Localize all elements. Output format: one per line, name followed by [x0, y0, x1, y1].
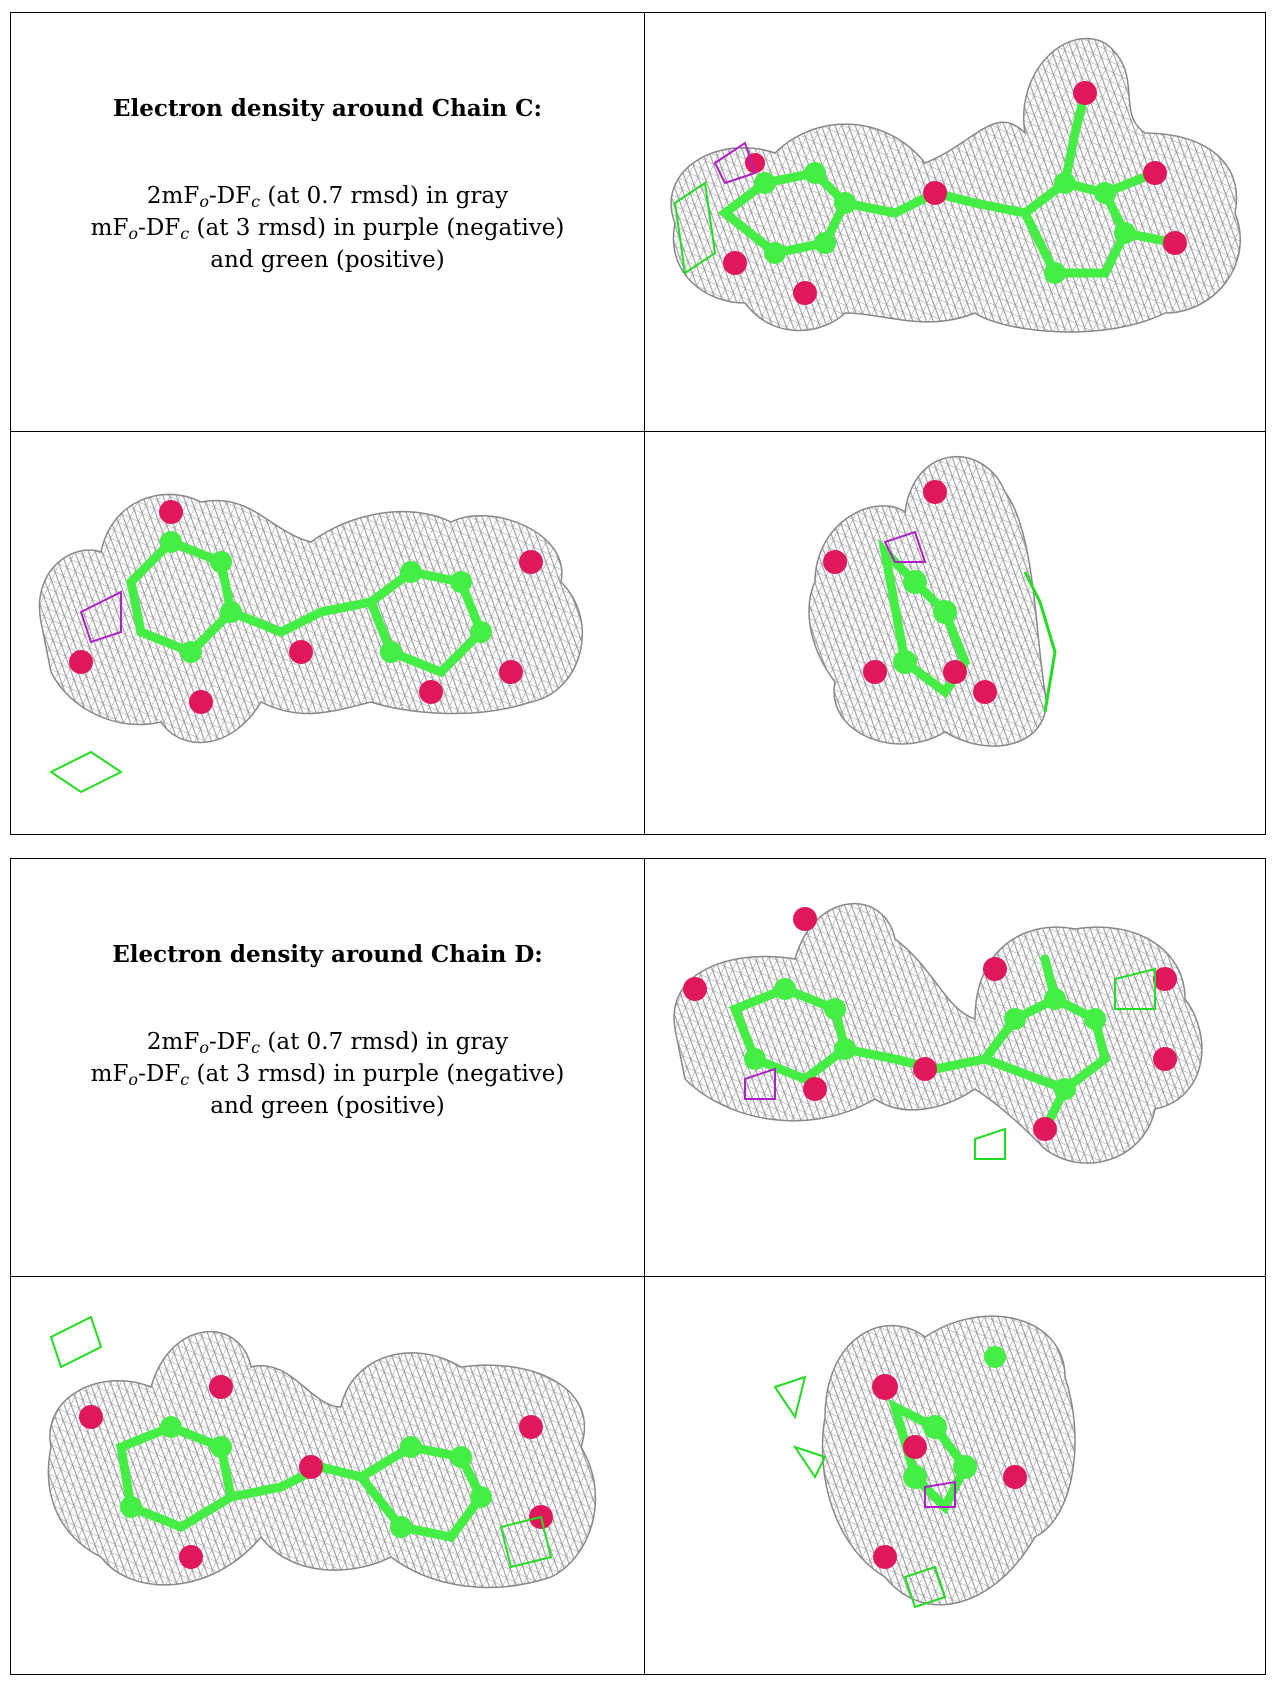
- legend-line-difference: mFo-DFc (at 3 rmsd) in purple (negative): [90, 215, 565, 243]
- table-divider-vertical: [644, 859, 645, 1674]
- legend-line-gray: 2mFo-DFc (at 0.7 rmsd) in gray: [146, 1029, 509, 1057]
- chain-c-caption: Electron density around Chain C: 2mFo-DF…: [11, 13, 644, 431]
- density-render: [38, 493, 584, 794]
- table-divider-horizontal: [11, 1276, 1265, 1277]
- chain-d-view-side: [11, 1277, 644, 1674]
- density-render: [773, 1315, 1076, 1609]
- caption-title: Electron density around Chain C:: [113, 95, 542, 122]
- caption-title: Electron density around Chain D:: [112, 941, 543, 968]
- density-render: [670, 37, 1241, 333]
- chain-d-caption: Electron density around Chain D: 2mFo-DF…: [11, 859, 644, 1276]
- chain-d-view-top: [645, 859, 1265, 1276]
- chain-c-view-side: [11, 432, 644, 834]
- table-divider-vertical: [644, 13, 645, 834]
- legend-line-positive: and green (positive): [210, 1093, 445, 1119]
- chain-c-view-end: [645, 432, 1265, 834]
- legend-line-gray: 2mFo-DFc (at 0.7 rmsd) in gray: [146, 183, 509, 211]
- density-render: [47, 1315, 597, 1589]
- density-render: [673, 903, 1203, 1164]
- legend-line-difference: mFo-DFc (at 3 rmsd) in purple (negative): [90, 1061, 565, 1089]
- chain-c-figure-table: Electron density around Chain C: 2mFo-DF…: [10, 12, 1266, 835]
- chain-d-view-end: [645, 1277, 1265, 1674]
- legend-line-positive: and green (positive): [210, 247, 445, 273]
- density-render: [808, 456, 1057, 747]
- chain-c-view-top: [645, 13, 1265, 431]
- table-divider-horizontal: [11, 431, 1265, 432]
- chain-d-figure-table: Electron density around Chain D: 2mFo-DF…: [10, 858, 1266, 1675]
